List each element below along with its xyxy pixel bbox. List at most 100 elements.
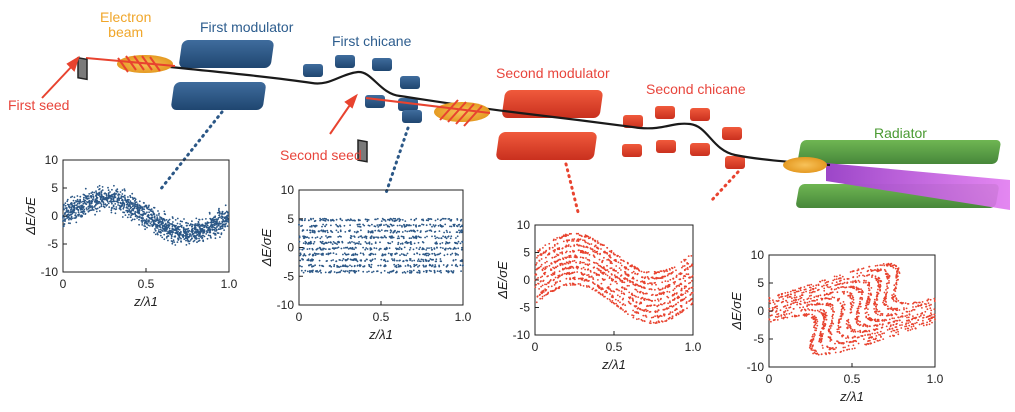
data-point xyxy=(572,267,575,269)
data-point xyxy=(129,201,132,204)
data-point xyxy=(380,220,383,223)
data-point xyxy=(418,248,421,251)
data-point xyxy=(657,304,660,307)
data-point xyxy=(397,263,400,266)
data-point xyxy=(124,199,127,202)
data-point xyxy=(374,241,377,244)
data-point xyxy=(117,196,120,198)
data-point xyxy=(368,254,371,256)
data-point xyxy=(683,287,686,290)
data-point xyxy=(339,265,342,268)
data-point xyxy=(653,277,656,280)
data-point xyxy=(442,264,445,266)
data-point xyxy=(821,303,824,306)
data-point xyxy=(669,301,671,304)
data-point xyxy=(617,305,620,308)
data-point xyxy=(904,315,907,317)
data-point xyxy=(810,339,812,341)
data-point xyxy=(447,247,449,250)
data-point xyxy=(456,242,458,245)
data-point xyxy=(404,230,407,232)
data-point xyxy=(691,280,693,282)
data-point xyxy=(808,346,811,349)
data-point xyxy=(548,264,551,267)
data-point xyxy=(195,237,197,240)
data-point xyxy=(198,225,201,228)
data-point xyxy=(198,237,200,240)
data-point xyxy=(864,323,867,326)
data-point xyxy=(433,266,436,268)
data-point xyxy=(810,341,813,344)
y-tick-label: -10 xyxy=(513,328,531,342)
data-point xyxy=(461,240,463,243)
data-point xyxy=(148,204,150,207)
data-point xyxy=(156,217,159,220)
data-point xyxy=(822,347,824,349)
data-point xyxy=(410,241,412,244)
data-point xyxy=(599,253,601,256)
data-point xyxy=(644,314,647,317)
x-tick-label: 0.5 xyxy=(373,310,390,324)
data-point xyxy=(75,212,77,214)
data-point xyxy=(322,223,324,226)
data-point xyxy=(862,325,864,327)
data-point xyxy=(115,189,117,192)
data-point xyxy=(814,352,817,355)
data-point xyxy=(444,223,447,226)
data-point xyxy=(357,236,360,239)
data-point xyxy=(873,319,876,322)
data-point xyxy=(908,324,911,327)
data-point xyxy=(456,235,459,238)
data-point xyxy=(420,230,422,232)
data-point xyxy=(812,334,814,336)
data-point xyxy=(774,315,777,318)
data-point xyxy=(316,236,319,239)
data-point xyxy=(878,333,880,336)
data-point xyxy=(442,247,444,250)
data-point xyxy=(385,223,387,226)
data-point xyxy=(221,224,224,227)
data-point xyxy=(301,265,303,268)
data-point xyxy=(426,247,428,250)
data-point xyxy=(550,262,553,264)
data-point xyxy=(151,225,154,227)
data-point xyxy=(575,261,577,264)
data-point xyxy=(828,330,830,333)
data-point xyxy=(616,294,619,297)
data-point xyxy=(861,298,863,301)
data-point xyxy=(645,271,648,274)
data-point xyxy=(444,242,447,245)
data-point xyxy=(552,272,554,275)
data-point xyxy=(171,230,174,233)
data-point xyxy=(632,300,635,302)
data-point xyxy=(671,267,674,270)
data-point xyxy=(430,230,433,233)
data-point xyxy=(373,236,376,239)
data-point xyxy=(376,217,379,220)
data-point xyxy=(657,300,660,302)
plot-frame xyxy=(298,189,464,306)
data-point xyxy=(171,240,174,243)
data-point xyxy=(571,238,574,241)
data-point xyxy=(874,275,877,278)
data-point xyxy=(334,242,337,245)
data-point xyxy=(124,197,126,200)
data-point xyxy=(915,321,918,324)
data-point xyxy=(680,261,683,263)
data-point xyxy=(901,324,903,326)
data-point xyxy=(418,264,421,267)
data-point xyxy=(875,297,878,300)
data-point xyxy=(332,259,334,261)
data-point xyxy=(788,296,791,298)
data-point xyxy=(846,335,849,338)
data-point xyxy=(661,320,664,323)
data-point xyxy=(843,292,845,295)
data-point xyxy=(687,273,689,276)
data-point xyxy=(878,286,881,289)
data-point xyxy=(847,337,850,339)
data-point xyxy=(820,339,823,342)
data-point xyxy=(149,225,151,227)
data-point xyxy=(847,294,850,297)
data-point xyxy=(394,253,396,255)
data-point xyxy=(403,223,405,226)
